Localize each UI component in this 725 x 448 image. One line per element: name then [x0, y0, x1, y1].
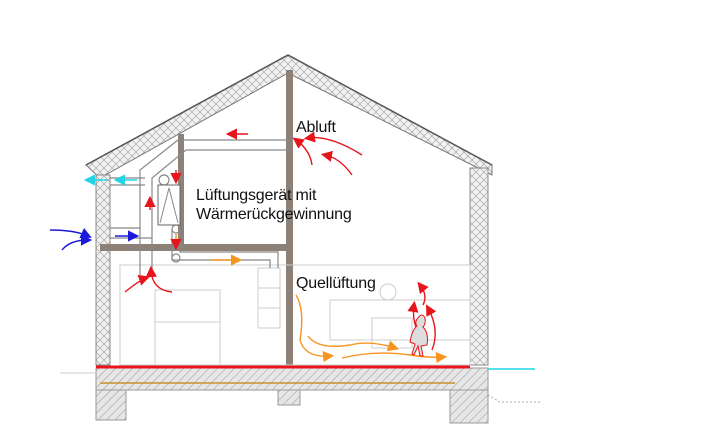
outdoor-air-arrow	[61, 234, 93, 251]
label-ventilation-unit-line2: Wärmerückgewinnung	[196, 206, 352, 223]
foundation-left	[95, 389, 127, 421]
terrain	[487, 394, 540, 403]
heat-recovery-unit	[157, 184, 181, 226]
outdoor-air-arrow	[49, 227, 92, 239]
foundation-mid	[277, 389, 301, 406]
interior-furnishings	[119, 264, 471, 366]
floor-slab	[95, 367, 489, 391]
right-wall	[469, 167, 489, 366]
exhaust-arrow	[145, 265, 173, 293]
exhaust-arrow	[303, 131, 363, 156]
supply-arrow	[295, 294, 335, 363]
exhaust-arrow	[417, 281, 429, 306]
foundation-right	[449, 389, 489, 424]
exhaust-arrow	[320, 150, 353, 176]
child-figure	[409, 314, 428, 357]
label-displacement-ventilation: Quellüftung	[296, 275, 376, 292]
supply-arrow	[307, 335, 400, 352]
exhaust-arrow	[292, 137, 313, 166]
airflow-arrows	[49, 128, 448, 364]
exhaust-arrow	[425, 304, 437, 351]
label-exhaust: Abluft	[296, 119, 336, 136]
label-ventilation-unit-line1: Lüftungsgerät mit	[196, 187, 317, 204]
left-wall	[95, 174, 111, 366]
supply-arrow	[341, 351, 448, 364]
interior-wall	[286, 70, 293, 370]
attic-wall	[178, 134, 184, 244]
exhaust-arrow	[124, 274, 150, 293]
attic-floor	[100, 244, 292, 251]
